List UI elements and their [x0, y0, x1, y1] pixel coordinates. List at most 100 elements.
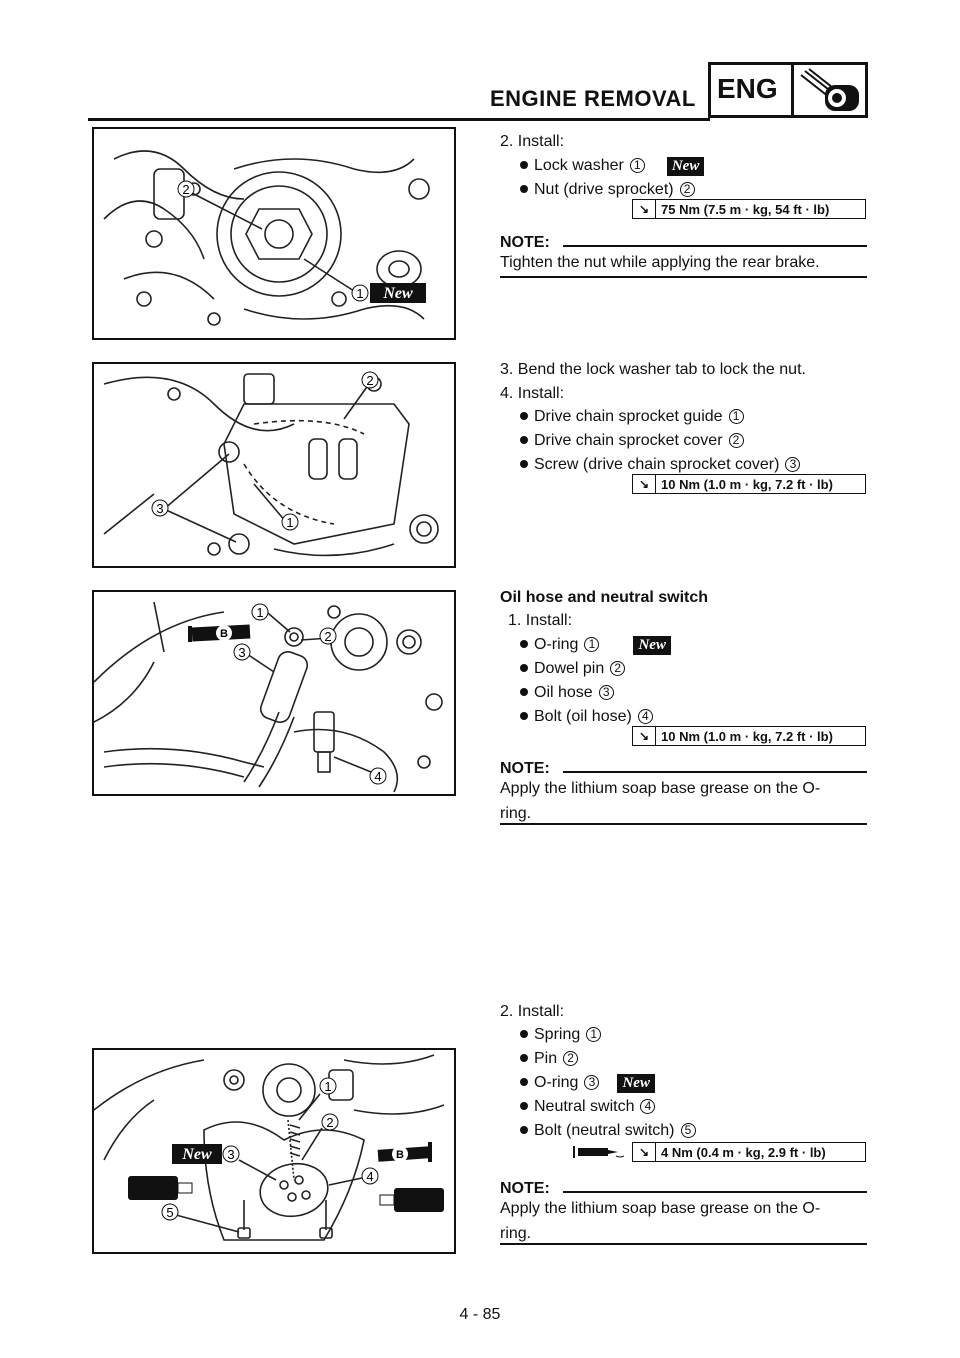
- callout-num: 3: [584, 1075, 600, 1091]
- torque-wrench-icon: ↘: [633, 200, 656, 218]
- list-item: Spring 1: [520, 1026, 602, 1044]
- note-label: NOTE:: [500, 1180, 550, 1197]
- bullet-icon: [520, 411, 528, 420]
- callout-num: 1: [728, 409, 744, 425]
- callout-5: 5: [166, 1205, 173, 1220]
- page-title: ENGINE REMOVAL: [490, 86, 696, 111]
- bullet-icon: [520, 1077, 528, 1086]
- note-text-line2: ring.: [500, 805, 532, 822]
- torque-value: 10 Nm (1.0 m · kg, 7.2 ft · lb): [661, 476, 833, 492]
- list-item-text: O-ring: [534, 636, 579, 653]
- torque-value: 10 Nm (1.0 m · kg, 7.2 ft · lb): [661, 728, 833, 744]
- callout-num: 5: [680, 1123, 696, 1139]
- section-badge: ENG: [708, 62, 868, 118]
- callout-1: 1: [324, 1079, 331, 1094]
- list-item: Neutral switch 4: [520, 1098, 656, 1116]
- note-end-rule: [500, 1243, 867, 1245]
- callout-4: 4: [366, 1169, 373, 1184]
- callout-3: 3: [227, 1147, 234, 1162]
- note-text-line1: Apply the lithium soap base grease on th…: [500, 780, 821, 797]
- callout-num: 2: [679, 182, 695, 198]
- list-item: Lock washer 1 New: [520, 157, 705, 176]
- note-rule: [563, 245, 867, 247]
- list-item-text: Drive chain sprocket cover: [534, 432, 723, 449]
- torque-spec: ↘ 10 Nm (1.0 m · kg, 7.2 ft · lb): [632, 474, 866, 494]
- torque-spec: ↘ 10 Nm (1.0 m · kg, 7.2 ft · lb): [632, 726, 866, 746]
- bullet-icon: [520, 1125, 528, 1134]
- section-heading: Oil hose and neutral switch: [500, 589, 709, 606]
- section-badge-label: ENG: [717, 73, 778, 104]
- torque-wrench-icon: ↘: [633, 475, 656, 493]
- callout-1: 1: [356, 286, 363, 301]
- bullet-icon: [520, 459, 528, 468]
- engine-wrench-icon: [800, 68, 859, 111]
- bullet-icon: [520, 184, 528, 193]
- list-item-text: Neutral switch: [534, 1098, 635, 1115]
- bullet-icon: [520, 1101, 528, 1110]
- callout-num: 2: [610, 661, 626, 677]
- list-item: Bolt (neutral switch)5: [520, 1122, 696, 1140]
- list-item: Drive chain sprocket guide 1: [520, 408, 744, 426]
- page-number: 4 - 85: [459, 1306, 501, 1323]
- bullet-icon: [520, 663, 528, 672]
- list-item-text: Pin: [534, 1050, 558, 1067]
- callout-1: 1: [286, 515, 293, 530]
- callout-2: 2: [182, 182, 189, 197]
- torque-wrench-icon: ↘: [633, 1143, 656, 1161]
- header-rule: [88, 118, 710, 121]
- callout-num: 4: [640, 1099, 656, 1115]
- bullet-icon: [520, 639, 528, 648]
- list-item: Nut (drive sprocket)2: [520, 181, 695, 199]
- grease-label: B: [396, 1149, 404, 1161]
- list-item-text: Bolt (oil hose): [534, 708, 632, 725]
- callout-1: 1: [256, 605, 263, 620]
- new-tag: New: [666, 157, 705, 176]
- callout-3: 3: [156, 501, 163, 516]
- callout-num: 1: [586, 1027, 602, 1043]
- note-label: NOTE:: [500, 760, 550, 777]
- callout-num: 3: [598, 685, 614, 701]
- thread-locker-icon: [573, 1146, 625, 1158]
- callout-num: 2: [563, 1051, 579, 1067]
- callout-num: 2: [728, 433, 744, 449]
- callout-num: 1: [629, 158, 645, 174]
- new-tag: New: [617, 1074, 655, 1093]
- step-label: 2. Install:: [500, 1003, 565, 1020]
- list-item-text: Drive chain sprocket guide: [534, 408, 723, 425]
- figure-sprocket-cover: 2 3 1: [92, 362, 456, 568]
- badge-divider: [791, 65, 794, 115]
- callout-num: 1: [584, 637, 600, 653]
- figure-drive-sprocket-nut: 2 1 New: [92, 127, 456, 340]
- list-item: Pin 2: [520, 1050, 579, 1068]
- new-tag: New: [633, 636, 671, 655]
- callout-3: 3: [238, 645, 245, 660]
- torque-spec: ↘ 4 Nm (0.4 m · kg, 2.9 ft · lb): [632, 1142, 866, 1162]
- note-text-line1: Apply the lithium soap base grease on th…: [500, 1200, 821, 1217]
- torque-value: 4 Nm (0.4 m · kg, 2.9 ft · lb): [661, 1144, 826, 1160]
- note-rule: [563, 771, 867, 773]
- torque-wrench-icon: ↘: [633, 727, 656, 745]
- callout-2: 2: [366, 373, 373, 388]
- note-end-rule: [500, 823, 867, 825]
- step-label: 2. Install:: [500, 133, 565, 150]
- bullet-icon: [520, 160, 528, 169]
- torque-spec: ↘75 Nm (7.5 m · kg, 54 ft · lb): [632, 199, 866, 219]
- bullet-icon: [520, 687, 528, 696]
- list-item: Screw (drive chain sprocket cover)3: [520, 456, 801, 474]
- list-item: Bolt (oil hose)4: [520, 708, 653, 726]
- list-item-text: Screw (drive chain sprocket cover): [534, 456, 780, 473]
- bullet-icon: [520, 1053, 528, 1062]
- new-tag: New: [181, 1146, 212, 1163]
- list-item-text: Spring: [534, 1026, 581, 1043]
- note-text-line2: ring.: [500, 1225, 532, 1242]
- callout-2: 2: [324, 629, 331, 644]
- new-tag: New: [382, 285, 413, 302]
- step-label: 3. Bend the lock washer tab to lock the …: [500, 361, 806, 378]
- list-item-text: Lock washer: [534, 157, 624, 174]
- list-item: O-ring 1 New: [520, 636, 671, 655]
- figure-oil-hose: B 1 2 3 4: [92, 590, 456, 796]
- bullet-icon: [520, 711, 528, 720]
